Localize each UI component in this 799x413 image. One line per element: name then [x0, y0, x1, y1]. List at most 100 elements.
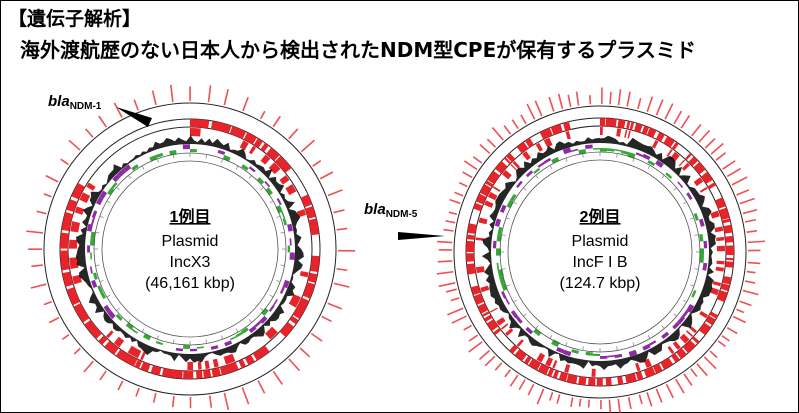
gene-label-mark — [171, 396, 175, 408]
cds-segment — [61, 211, 74, 232]
cds-segment — [698, 322, 711, 336]
cds-segment — [219, 362, 239, 376]
gene-label-mark — [223, 88, 229, 106]
inc-group: IncX3 — [170, 254, 211, 271]
cds-segment — [190, 128, 201, 137]
cds-segment — [660, 357, 674, 370]
cds-segment — [475, 237, 484, 241]
cds-segment — [223, 353, 236, 365]
gene-label-mark — [721, 335, 730, 342]
scale-tick — [565, 342, 568, 347]
scale-tick — [513, 299, 518, 303]
cds-segment — [502, 169, 512, 180]
gc-content-mask — [85, 144, 295, 354]
cds-segment — [537, 363, 550, 375]
scale-tick — [565, 157, 568, 162]
gene-label-mark — [736, 189, 750, 196]
cds-segment — [238, 359, 247, 369]
gene-label-mark — [437, 240, 453, 244]
cds-segment — [466, 263, 476, 275]
gene-label-mark — [312, 160, 322, 167]
scale-tick — [276, 280, 281, 283]
gene-label-mark — [152, 392, 157, 403]
cds-segment — [473, 202, 483, 212]
gc-skew-bar — [97, 285, 103, 293]
gc-skew-bar — [92, 272, 98, 280]
cds-segment — [671, 353, 680, 363]
cds-segment — [104, 340, 119, 355]
cds-segment — [716, 290, 728, 303]
gc-skew-bar — [248, 325, 257, 333]
gene-label-mark — [336, 268, 348, 272]
gc-skew-bar — [501, 290, 507, 299]
cds-segment — [253, 138, 263, 149]
gc-skew-bar — [496, 262, 500, 271]
cds-segment — [140, 351, 146, 361]
gene-label-mark — [99, 370, 107, 381]
cds-segment — [70, 221, 81, 233]
gc-skew-bar — [90, 252, 93, 260]
gene-label-mark — [511, 119, 519, 130]
gene-label-mark — [646, 96, 654, 113]
cds-segment — [600, 127, 603, 136]
scale-tick — [280, 264, 285, 267]
page-title: 【遺伝子解析】 — [8, 8, 142, 30]
gene-label-mark — [484, 355, 496, 367]
gc-skew-bar — [533, 328, 542, 337]
cds-segment — [477, 303, 489, 314]
scale-tick — [690, 217, 695, 220]
gc-skew-bar — [681, 310, 689, 318]
cds-segment — [505, 328, 514, 336]
scale-tick — [582, 153, 584, 158]
gc-skew-bar — [607, 354, 615, 358]
gene-label-mark — [319, 171, 334, 180]
gene-label-mark — [73, 347, 81, 355]
cds-segment — [700, 171, 713, 185]
gc-skew-bar — [282, 279, 290, 289]
gc-skew-bar — [287, 245, 290, 253]
cds-segment — [600, 118, 606, 127]
cds-segment — [558, 371, 568, 382]
gene-label-mark — [710, 142, 724, 155]
cds-segment — [663, 136, 675, 148]
cds-segment — [564, 364, 571, 373]
gc-skew-bar — [505, 297, 510, 305]
gene-label-mark — [327, 189, 343, 197]
gene-pointer-arrow — [398, 232, 445, 240]
gc-skew-bar — [272, 299, 278, 306]
cds-segment — [709, 287, 720, 296]
gc-skew-bar — [107, 310, 116, 319]
cds-segment — [490, 307, 498, 313]
gc-skew-bar — [122, 164, 132, 173]
cds-segment — [475, 193, 487, 205]
gc-skew-bar — [125, 322, 134, 330]
cds-segment — [718, 207, 730, 220]
cds-segment — [651, 139, 659, 149]
gc-skew-bar — [570, 148, 579, 153]
cds-segment — [605, 377, 612, 386]
scale-tick — [501, 234, 506, 236]
scale-tick — [95, 231, 100, 234]
gene-label-mark — [638, 394, 643, 405]
gc-skew-bar — [702, 262, 708, 271]
cds-segment — [693, 177, 704, 187]
scale-tick — [221, 158, 224, 163]
gene-label-mark — [664, 103, 674, 120]
cds-segment — [535, 142, 543, 152]
gene-label-mark — [272, 115, 281, 128]
cds-segment — [715, 197, 726, 209]
gc-skew-bar — [672, 321, 680, 330]
scale-tick — [632, 157, 635, 162]
scale-tick — [523, 187, 527, 191]
gc-skew-bar — [235, 331, 243, 338]
gene-label-mark — [703, 356, 717, 370]
cds-segment — [260, 154, 271, 165]
scale-tick — [269, 294, 274, 298]
scale-tick — [647, 165, 651, 170]
cds-segment — [140, 361, 151, 372]
gc-skew-bar — [585, 351, 593, 356]
cds-segment — [528, 358, 541, 371]
cds-segment — [552, 360, 558, 369]
cds-segment — [705, 315, 716, 326]
